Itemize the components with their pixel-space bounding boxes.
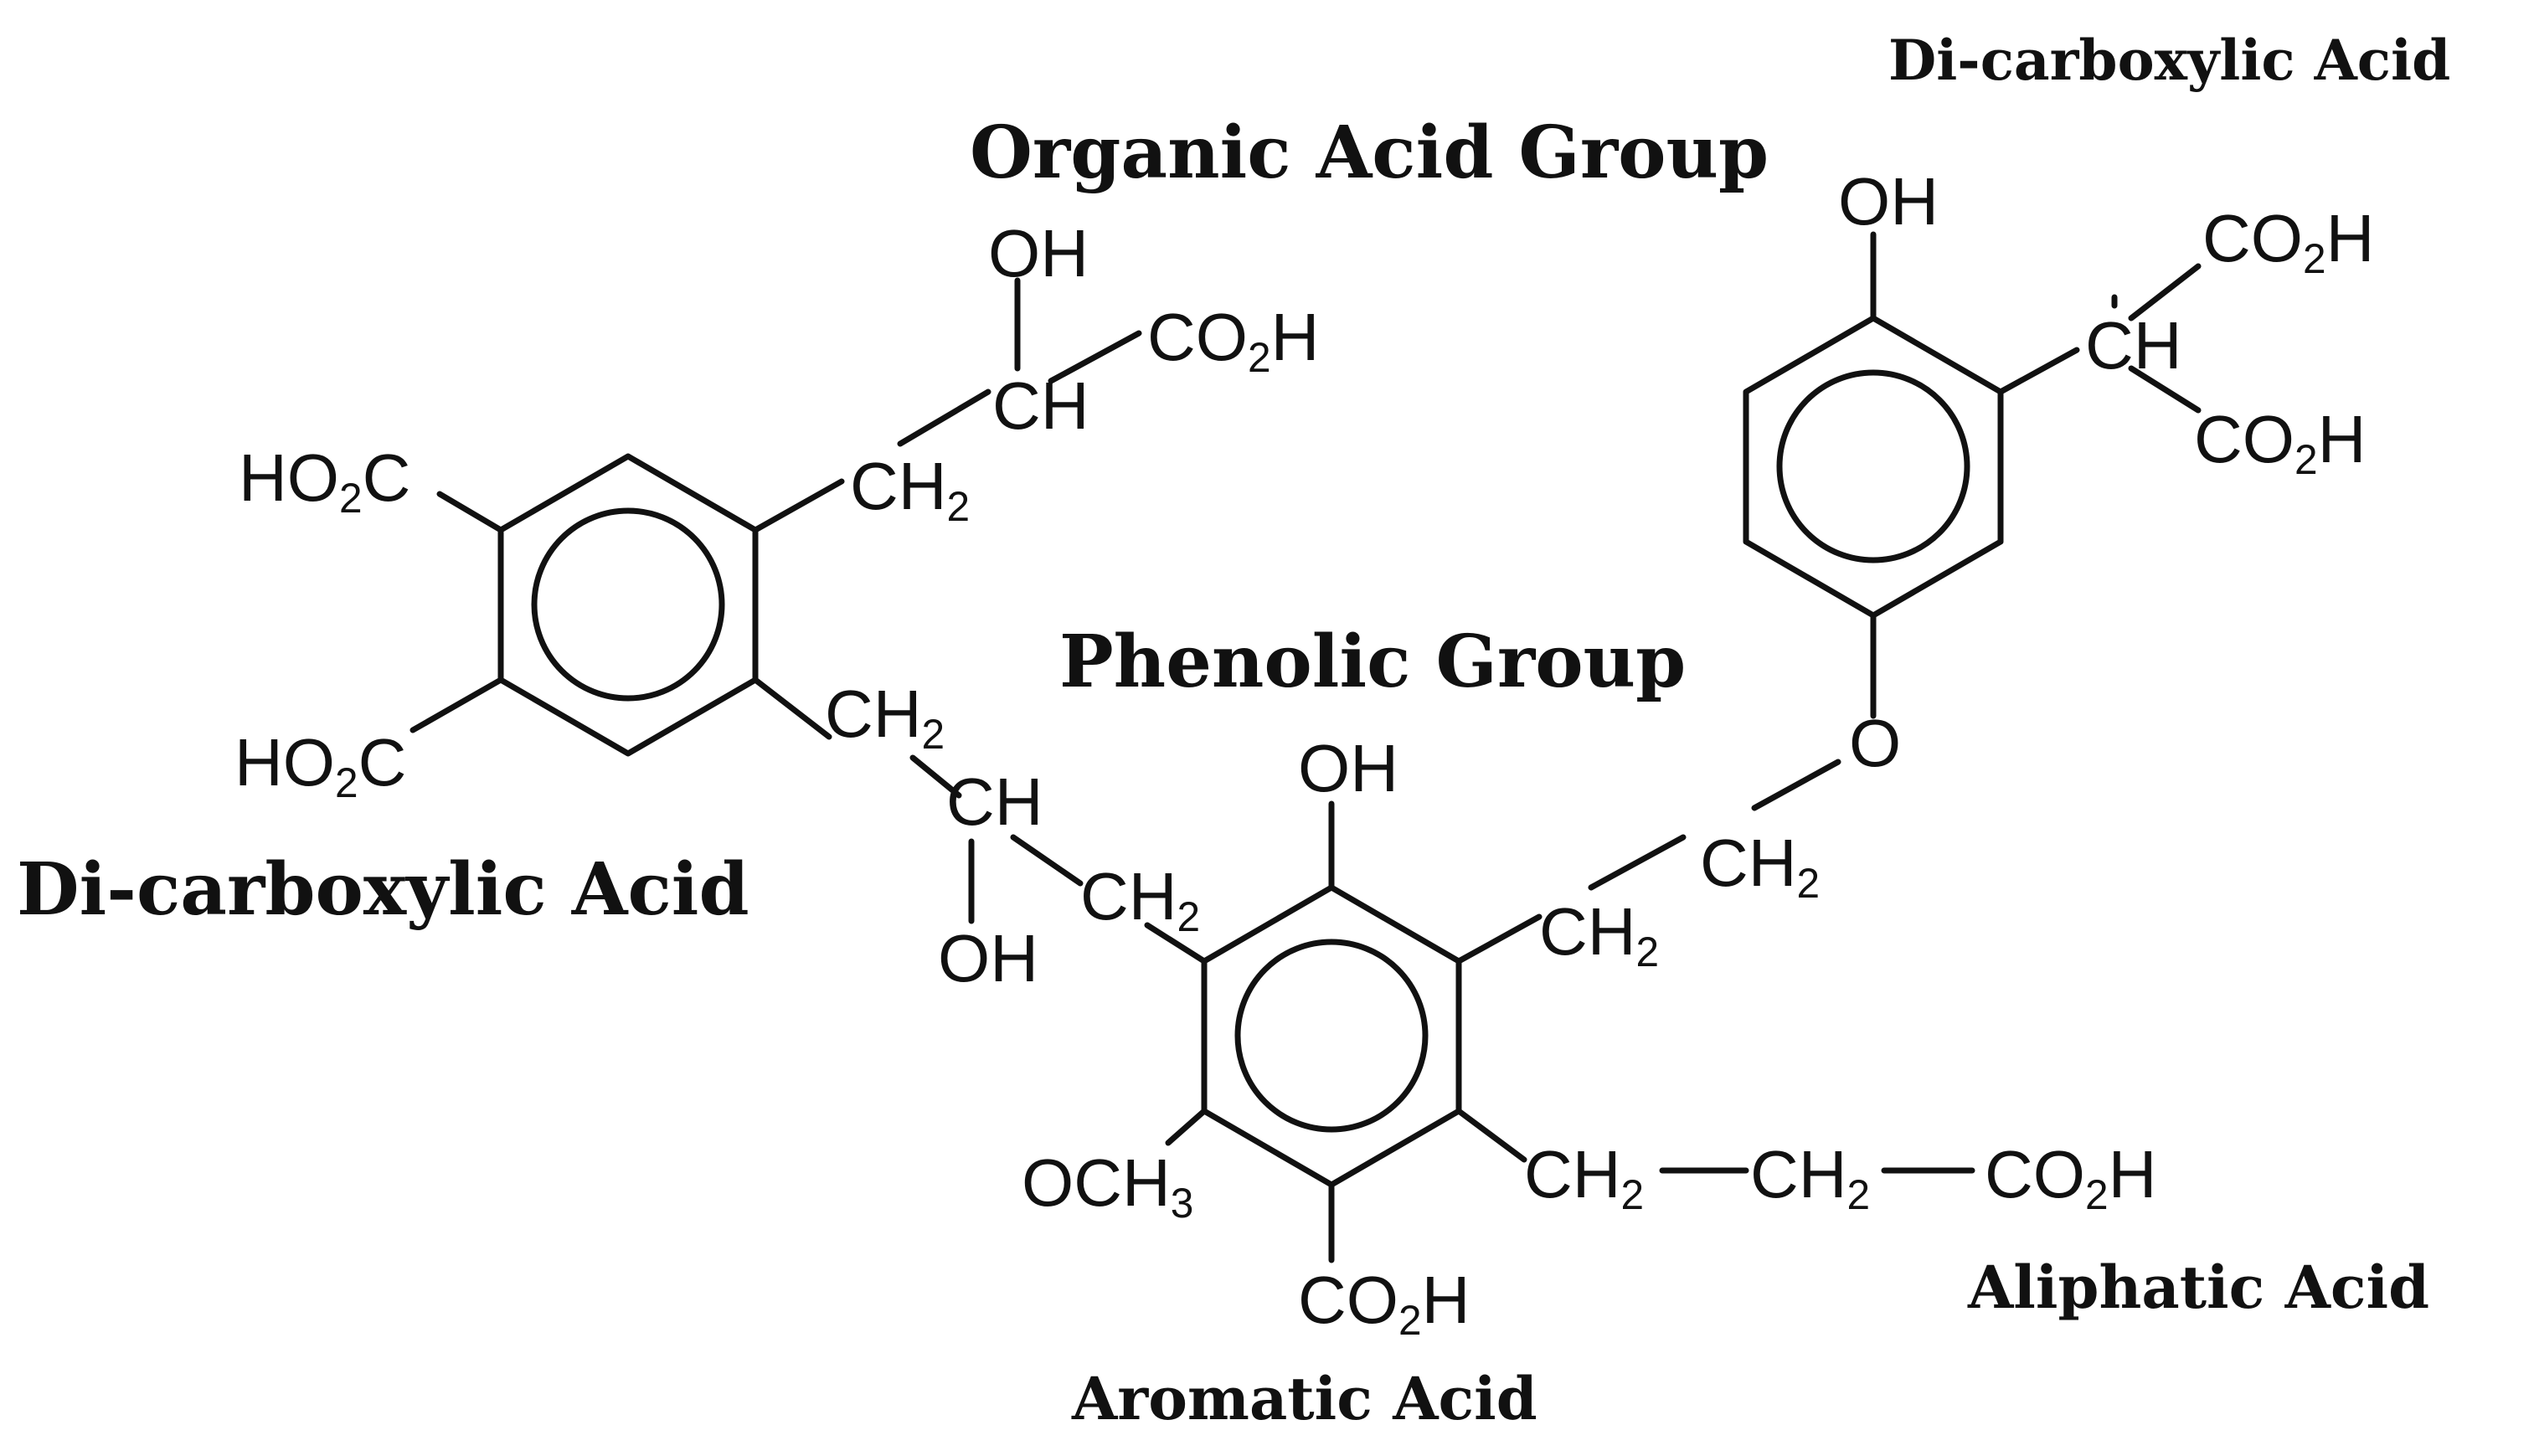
- bond-chain-ch-ch2: [1010, 834, 1084, 887]
- ring-right-aromatic-circle: [1776, 369, 1970, 563]
- atom-labels: HO2C HO2C CH2 CH OH CO2H CH2 CH OH CH2 O…: [234, 164, 2374, 1344]
- atom-oh-ring1: OH: [988, 216, 1089, 291]
- atom-ch2-ring1: CH2: [850, 449, 970, 530]
- aromatic-acid-title: Aromatic Acid: [1071, 1364, 1537, 1433]
- atom-co2h-aromatic: CO2H: [1298, 1263, 1470, 1344]
- atom-ch-chain: CH: [946, 764, 1043, 839]
- atom-oh-ring3: OH: [1838, 164, 1939, 239]
- atom-och3: OCH3: [1022, 1145, 1193, 1227]
- bond-ring1-chain: [752, 677, 832, 740]
- atom-ch2-chain-a: CH2: [825, 677, 945, 758]
- bonds: [409, 231, 2202, 1263]
- bond-ch2-o: [1751, 759, 1841, 811]
- atom-o-ether: O: [1849, 706, 1901, 780]
- atom-oh-chain: OH: [938, 921, 1038, 996]
- bond-ring2-aliph-ch2: [1455, 1108, 1527, 1163]
- atom-co2h-ring3-bottom: CO2H: [2194, 402, 2366, 483]
- benzene-ring-right: [1743, 315, 2004, 619]
- atom-ch2-aliph-a: CH2: [1524, 1137, 1644, 1218]
- phenolic-group-title: Phenolic Group: [1059, 620, 1686, 704]
- dicarboxylic-acid-left-title: Di-carboxylic Acid: [17, 847, 749, 932]
- bond-ring1-ch2: [752, 478, 845, 533]
- atom-co2h-ring3-top: CO2H: [2202, 201, 2374, 282]
- bond-chain-ch2-ch: [909, 754, 962, 799]
- ring-center-hexagon: [1201, 884, 1462, 1188]
- atom-co2h-aliph: CO2H: [1985, 1137, 2156, 1218]
- ring-right-hexagon: [1743, 315, 2004, 619]
- atom-ch2-ring2-b: CH2: [1700, 826, 1820, 907]
- aliphatic-acid-title: Aliphatic Acid: [1967, 1253, 2429, 1322]
- organic-acid-group-title: Organic Acid Group: [970, 111, 1769, 195]
- bond-ch-co2h-top: [2128, 263, 2202, 322]
- ring-center-aromatic-circle: [1234, 939, 1429, 1133]
- bond-ring3-ch: [1997, 347, 2080, 395]
- ring-left-aromatic-circle: [531, 507, 725, 702]
- bond-ch-co2h: [1048, 330, 1142, 384]
- bond-ring2-och3: [1165, 1108, 1208, 1146]
- bond-chain-ring2: [1144, 922, 1208, 965]
- ring-left-hexagon: [497, 453, 759, 757]
- atom-oh-ring2: OH: [1298, 731, 1398, 805]
- bond-ch2-ch2: [1588, 834, 1687, 891]
- bond-ring2-ch2: [1455, 913, 1543, 965]
- atom-ch-ring3: CH: [2085, 308, 2182, 383]
- benzene-ring-center: [1201, 884, 1462, 1188]
- atom-ch2-ring2-a: CH2: [1539, 894, 1659, 975]
- bond-ring1-ho2c-top: [436, 491, 504, 533]
- bond-ch-co2h-bottom: [2128, 365, 2202, 414]
- atom-ho2c-bottom: HO2C: [234, 725, 406, 806]
- bond-ch2-ch: [897, 388, 991, 447]
- atom-ch2-aliph-b: CH2: [1750, 1137, 1870, 1218]
- atom-co2h-ring1: CO2H: [1147, 300, 1319, 381]
- bond-ring1-ho2c-bottom: [409, 677, 504, 733]
- atom-ch2-chain-b: CH2: [1080, 859, 1200, 940]
- atom-ho2c-top: HO2C: [239, 440, 410, 522]
- atom-ch-ring1: CH: [992, 368, 1089, 443]
- dicarboxylic-acid-right-title: Di-carboxylic Acid: [1888, 28, 2450, 93]
- benzene-ring-left: [497, 453, 759, 757]
